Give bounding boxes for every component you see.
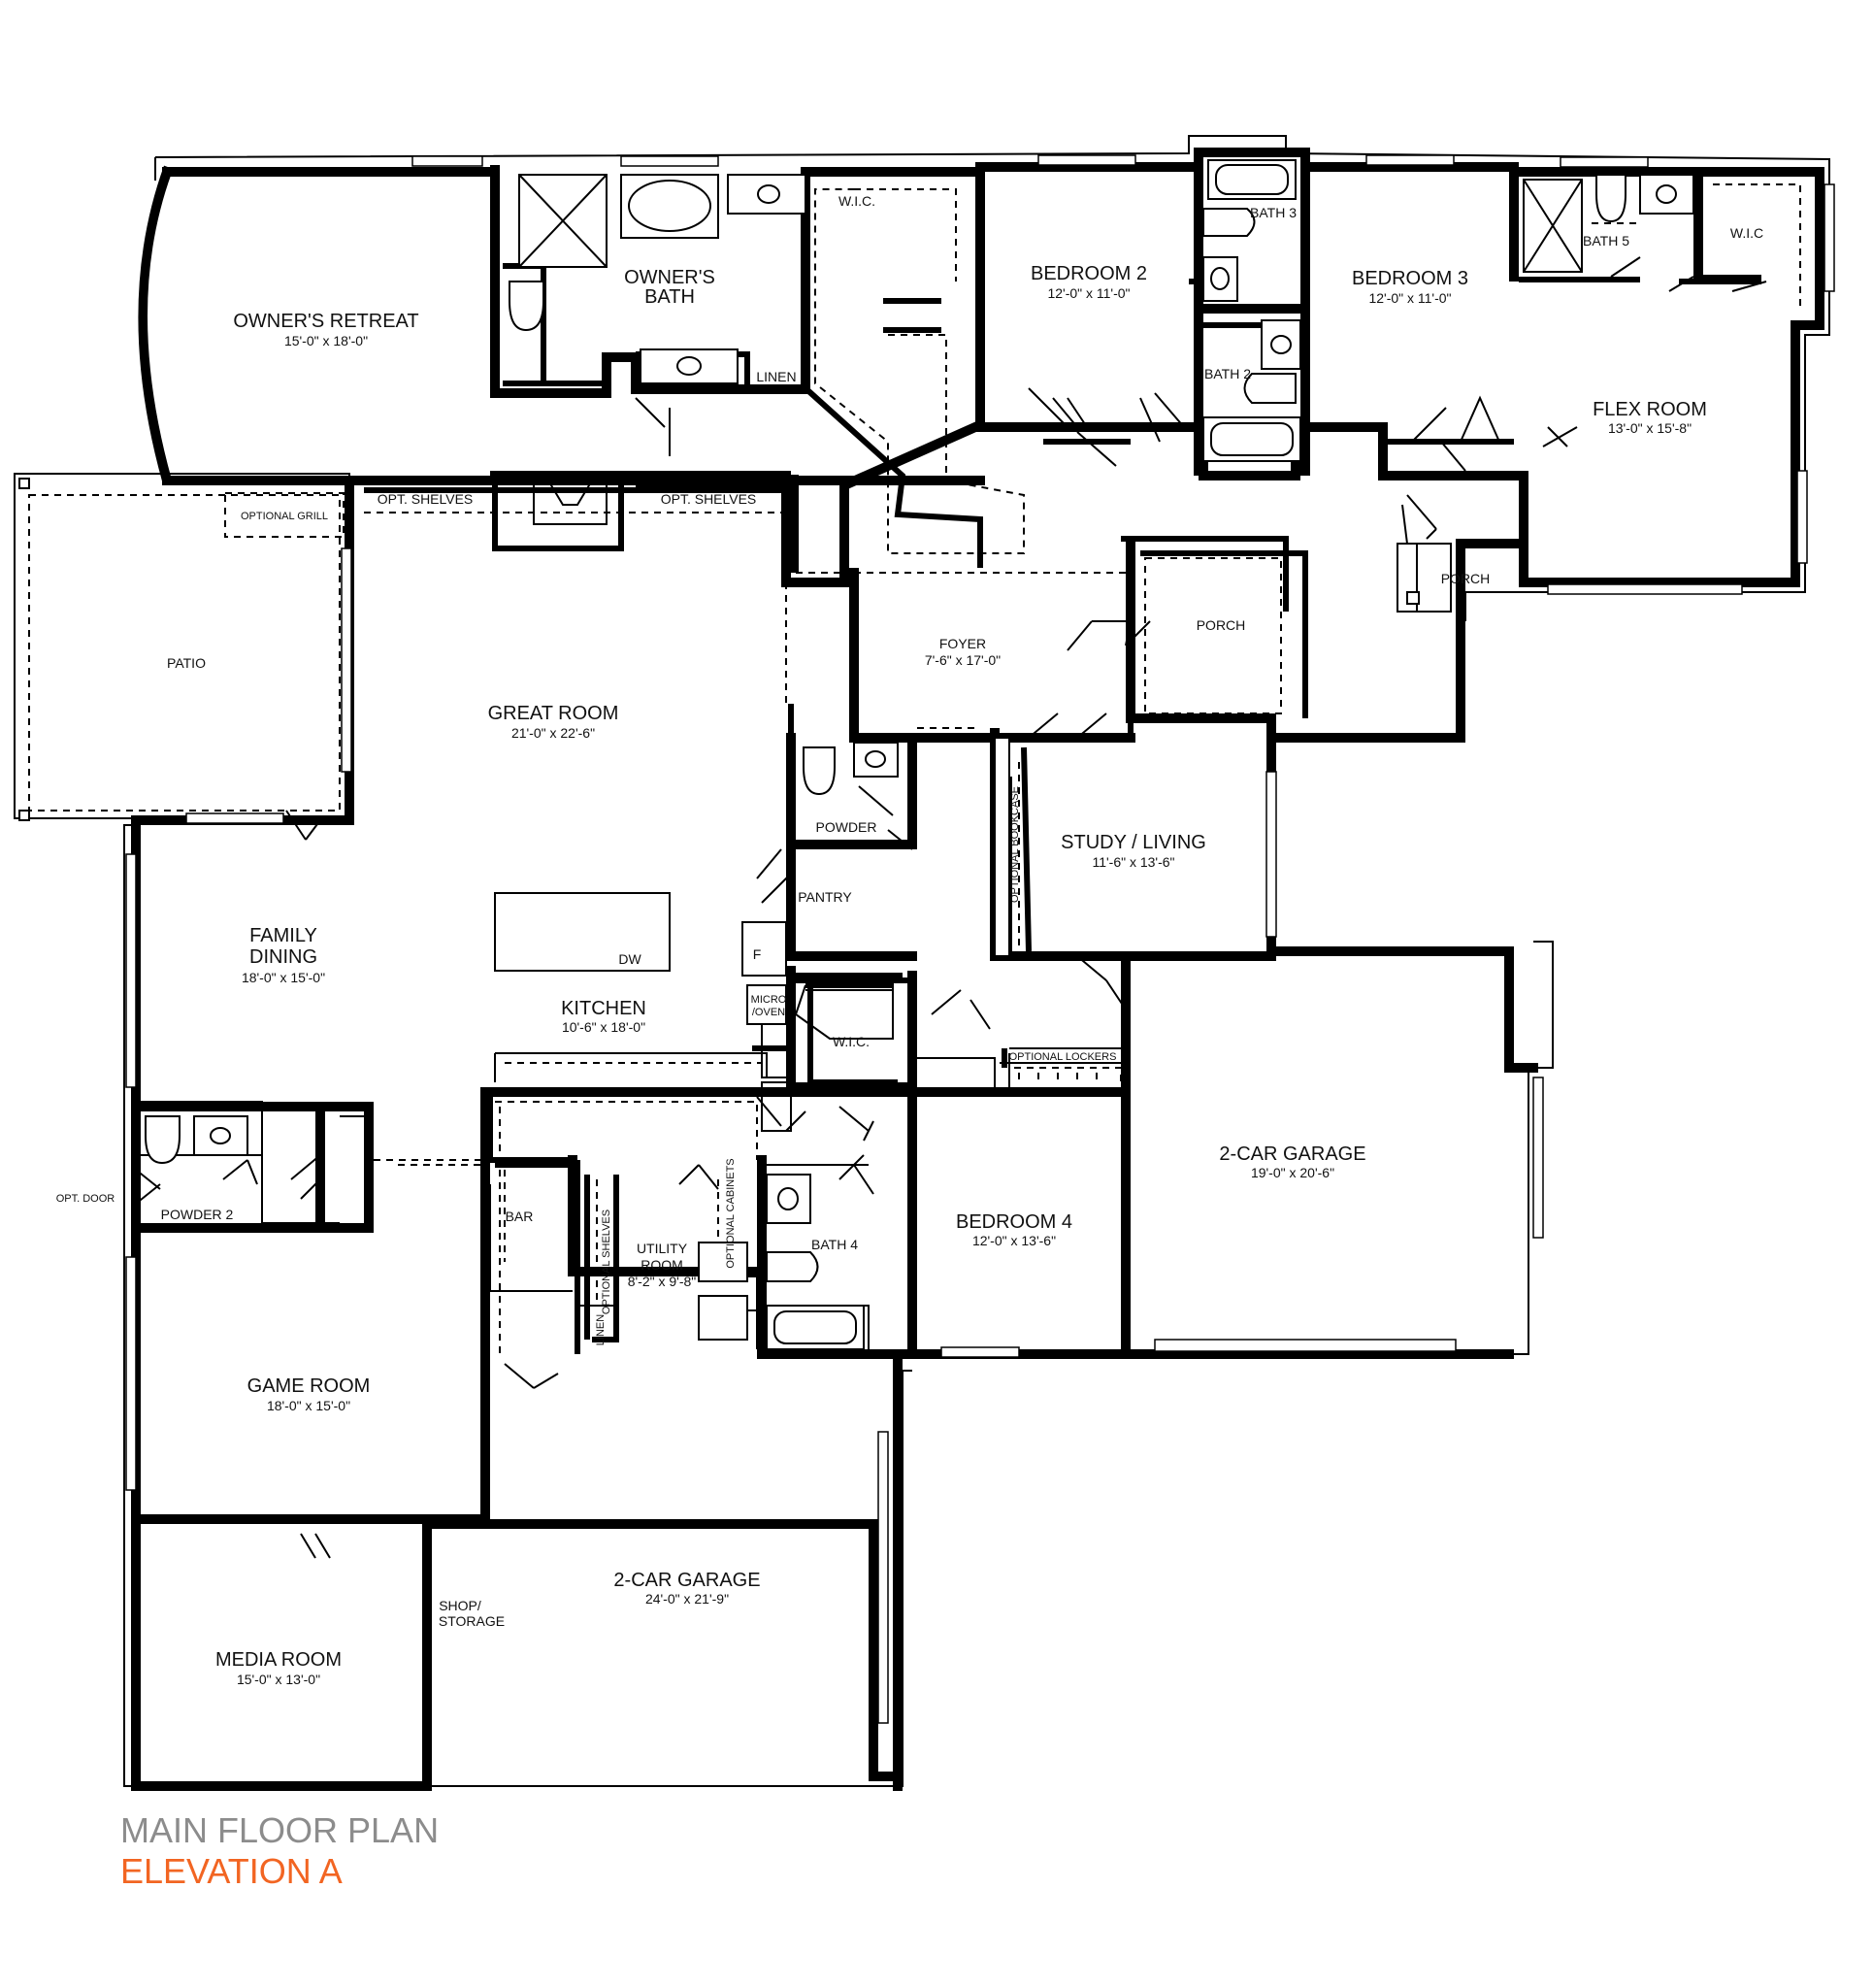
shop-label-2: STORAGE xyxy=(439,1613,505,1629)
opt-shelves-left: OPT. SHELVES xyxy=(378,491,474,507)
bedroom2-name: BEDROOM 2 xyxy=(1031,263,1147,284)
garage-right-dims: 19'-0" x 20'-6" xyxy=(1251,1165,1334,1180)
bath5-label: BATH 5 xyxy=(1583,233,1629,248)
family-dining-name-2: DINING xyxy=(249,946,317,968)
bedroom3-name: BEDROOM 3 xyxy=(1352,268,1468,289)
media-room-dims: 15'-0" x 13'-0" xyxy=(237,1672,320,1687)
patio-slab xyxy=(14,473,350,819)
shop-label: SHOP/ xyxy=(439,1598,481,1613)
bedroom4-dims: 12'-0" x 13'-6" xyxy=(972,1233,1056,1248)
fridge-label: F xyxy=(753,946,762,962)
game-room-name: GAME ROOM xyxy=(247,1375,371,1397)
owners-retreat-name: OWNER'S RETREAT xyxy=(233,311,418,332)
optional-shelves-label: OPTIONAL SHELVES xyxy=(601,1209,612,1314)
family-dining-dims: 18'-0" x 15'-0" xyxy=(242,970,325,985)
interior-lines xyxy=(136,175,1801,1359)
utility-name-2: ROOM xyxy=(641,1257,683,1273)
bath2-label: BATH 2 xyxy=(1204,366,1251,381)
utility-name: UTILITY xyxy=(637,1241,688,1256)
bedroom3-dims: 12'-0" x 11'-0" xyxy=(1368,290,1451,306)
garage-right-name: 2-CAR GARAGE xyxy=(1219,1143,1365,1165)
opt-shelves-right: OPT. SHELVES xyxy=(661,491,757,507)
game-room-dims: 18'-0" x 15'-0" xyxy=(267,1398,350,1413)
study-dims: 11'-6" x 13'-6" xyxy=(1092,854,1174,870)
plan-subtitle: ELEVATION A xyxy=(120,1851,343,1891)
optional-grill-label: OPTIONAL GRILL xyxy=(241,511,328,522)
plan-title: MAIN FLOOR PLAN xyxy=(120,1810,440,1850)
opt-door-label: OPT. DOOR xyxy=(56,1193,115,1205)
media-room-name: MEDIA ROOM xyxy=(215,1649,342,1671)
flex-room-dims: 13'-0" x 15'-8" xyxy=(1608,420,1692,436)
foyer-dims: 7'-6" x 17'-0" xyxy=(925,652,1001,668)
great-room-name: GREAT ROOM xyxy=(488,703,619,724)
exterior-outline xyxy=(123,135,1830,1787)
flex-room-name: FLEX ROOM xyxy=(1593,399,1707,420)
kitchen-name: KITCHEN xyxy=(561,998,646,1019)
bath4-label: BATH 4 xyxy=(811,1237,858,1252)
wic-hall-label: W.I.C. xyxy=(833,1034,870,1049)
fixtures xyxy=(18,159,1694,1350)
optional-bookcase-label: OPTIONAL BOOKCASE xyxy=(1009,786,1021,903)
micro-label-2: /OVEN xyxy=(752,1007,785,1018)
linen-utility-label: LINEN xyxy=(595,1314,607,1345)
pantry-label: PANTRY xyxy=(798,889,852,905)
great-room-dims: 21'-0" x 22'-6" xyxy=(511,725,595,741)
foyer-name: FOYER xyxy=(939,636,986,651)
patio-outline xyxy=(14,473,350,819)
owners-bath-name: OWNER'S xyxy=(624,267,715,288)
plan-caption: MAIN FLOOR PLAN ELEVATION A xyxy=(120,1810,439,1892)
bedroom4-name: BEDROOM 4 xyxy=(956,1211,1072,1233)
utility-dims: 8'-2" x 9'-8" xyxy=(628,1274,697,1289)
owners-retreat-dims: 15'-0" x 18'-0" xyxy=(284,333,368,348)
porch-label: PORCH xyxy=(1197,617,1246,633)
windows xyxy=(125,154,1835,1724)
bar-label: BAR xyxy=(506,1209,534,1224)
powder-label: POWDER xyxy=(816,819,877,835)
optional-cabinets-label: OPTIONAL CABINETS xyxy=(725,1158,737,1268)
patio-label: PATIO xyxy=(167,655,206,671)
optional-lockers-label: OPTIONAL LOCKERS xyxy=(1009,1051,1117,1063)
door-swings xyxy=(135,256,1767,1559)
bath3-label: BATH 3 xyxy=(1250,205,1297,220)
linen-owner-label: LINEN xyxy=(756,369,796,384)
bedroom2-dims: 12'-0" x 11'-0" xyxy=(1047,285,1130,301)
micro-label: MICRO xyxy=(751,994,787,1006)
family-dining-name: FAMILY xyxy=(249,925,317,946)
study-name: STUDY / LIVING xyxy=(1061,832,1206,853)
wic-owner-label: W.I.C. xyxy=(838,193,875,209)
dw-label: DW xyxy=(618,951,641,967)
owners-bath-name-2: BATH xyxy=(644,286,695,308)
garage-left-name: 2-CAR GARAGE xyxy=(613,1570,760,1591)
walls xyxy=(131,148,1824,1791)
room-labels: OWNER'S RETREAT 15'-0" x 18'-0" OWNER'S … xyxy=(56,193,1763,1687)
garage-left-dims: 24'-0" x 21'-9" xyxy=(645,1591,729,1607)
porch-small-label: PORCH xyxy=(1441,571,1491,586)
powder2-label: POWDER 2 xyxy=(161,1207,234,1222)
kitchen-dims: 10'-6" x 18'-0" xyxy=(562,1019,645,1035)
wic-flex-label: W.I.C xyxy=(1730,225,1763,241)
